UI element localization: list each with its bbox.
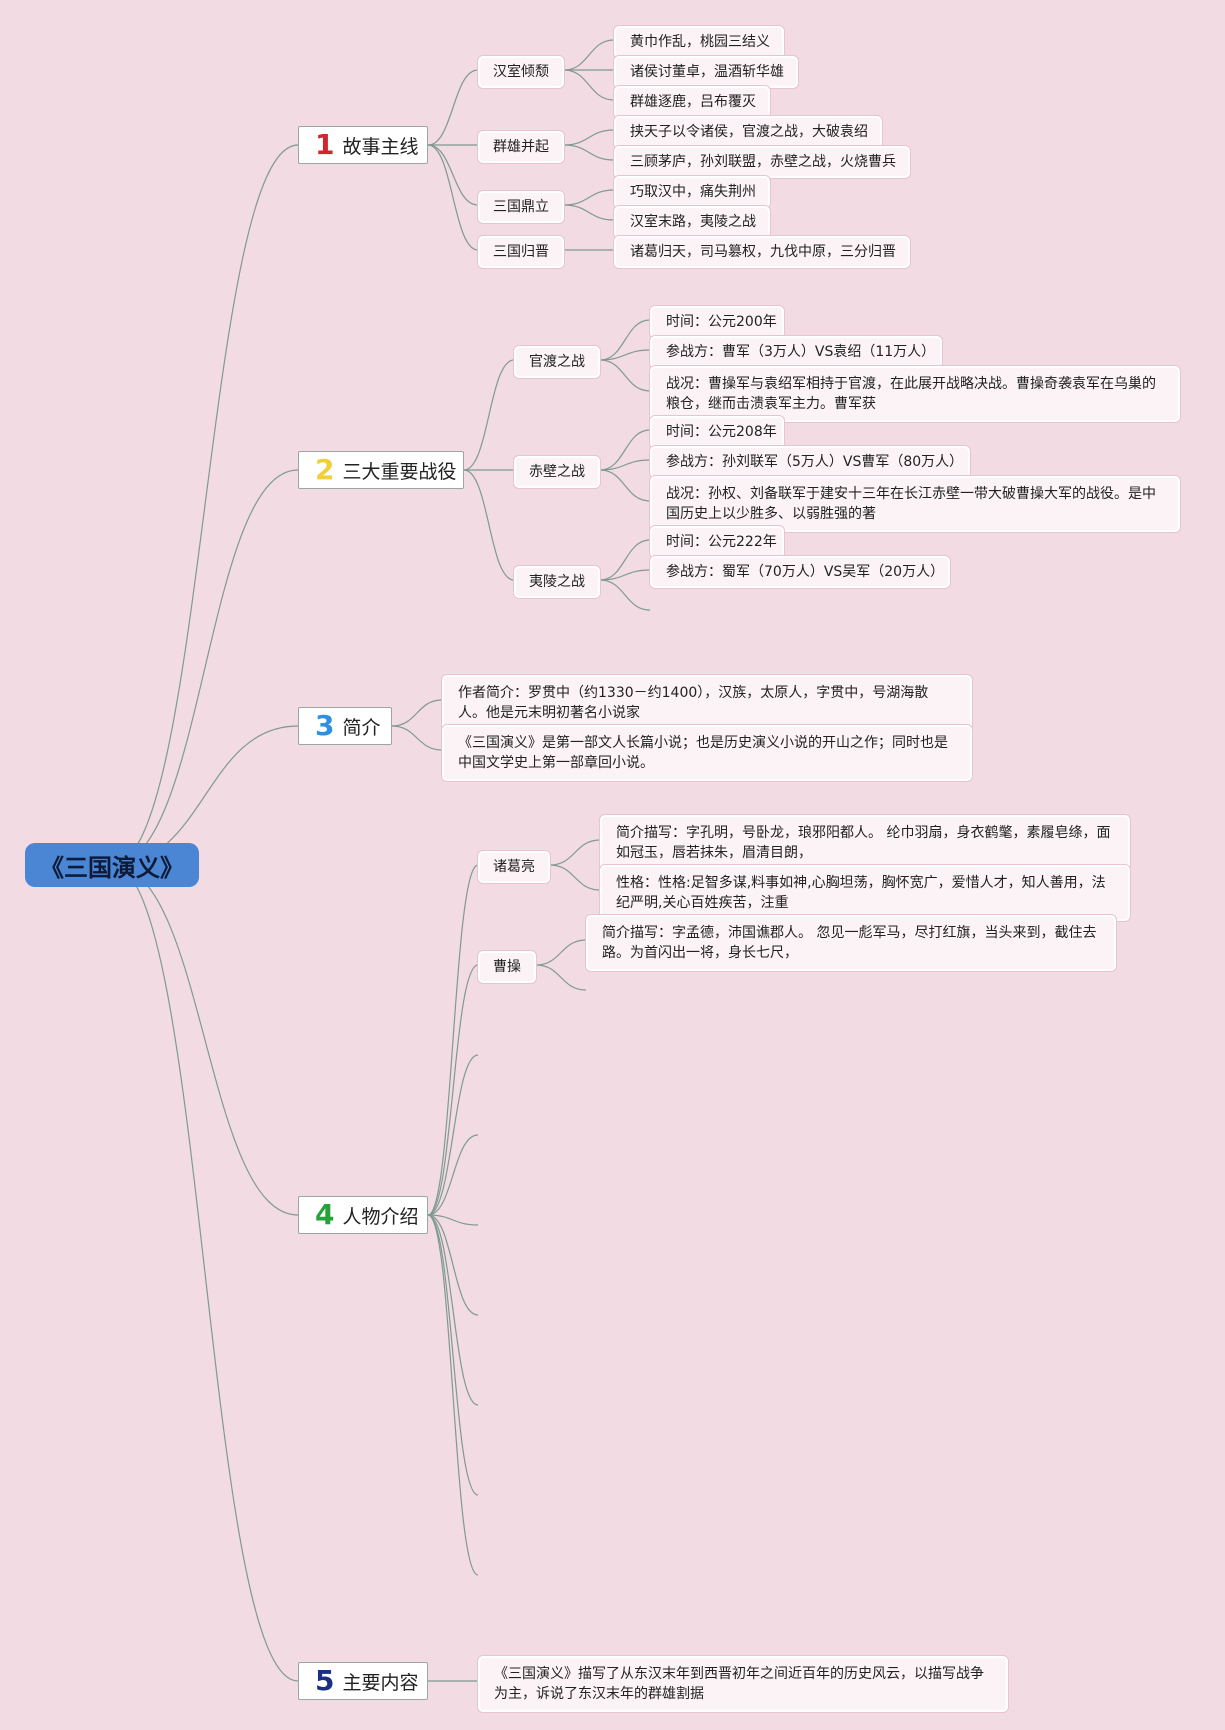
connector-line bbox=[427, 144, 479, 206]
sub-topic[interactable]: 诸葛亮 bbox=[478, 851, 550, 883]
number-3-icon: 3 bbox=[315, 709, 335, 742]
connector-line bbox=[427, 144, 479, 251]
connector-line bbox=[549, 839, 601, 866]
leaf-node[interactable]: 《三国演义》是第一部文人长篇小说；也是历史演义小说的开山之作；同时也是中国文学史… bbox=[442, 725, 972, 781]
connector-line bbox=[427, 864, 479, 1216]
sub-topic[interactable]: 夷陵之战 bbox=[514, 566, 600, 598]
branch-label: 三大重要战役 bbox=[342, 460, 457, 483]
leaf-node[interactable]: 参战方：孙刘联军（5万人）VS曹军（80万人） bbox=[650, 446, 970, 478]
leaf-node[interactable]: 简介描写：字孟德，沛国谯郡人。 忽见一彪军马，尽打红旗，当头来到，截住去路。为首… bbox=[586, 915, 1116, 971]
root-topic[interactable]: 《三国演义》 bbox=[25, 843, 199, 887]
leaf-node[interactable]: 时间：公元222年 bbox=[650, 526, 784, 558]
connector-line bbox=[599, 579, 651, 611]
branch-three-battles[interactable]: 2 三大重要战役 bbox=[298, 451, 464, 489]
connector-line bbox=[599, 359, 651, 392]
connector-line bbox=[427, 1214, 479, 1406]
leaf-node[interactable]: 诸侯讨董卓，温酒斩华雄 bbox=[614, 56, 798, 88]
leaf-node[interactable]: 时间：公元200年 bbox=[650, 306, 784, 338]
connector-line bbox=[549, 864, 601, 891]
leaf-node[interactable]: 参战方：曹军（3万人）VS袁绍（11万人） bbox=[650, 336, 942, 368]
connector-line bbox=[111, 864, 299, 1682]
leaf-node[interactable]: 黄巾作乱，桃园三结义 bbox=[614, 26, 784, 58]
connector-line bbox=[391, 725, 443, 751]
leaf-node[interactable]: 汉室末路，夷陵之战 bbox=[614, 206, 770, 238]
connector-line bbox=[427, 1134, 479, 1216]
sub-topic[interactable]: 汉室倾颓 bbox=[478, 56, 564, 88]
leaf-node[interactable]: 三顾茅庐，孙刘联盟，赤壁之战，火烧曹兵 bbox=[614, 146, 910, 178]
connector-line bbox=[599, 349, 651, 361]
leaf-node[interactable]: 参战方：蜀军（70万人）VS吴军（20万人） bbox=[650, 556, 950, 588]
number-2-icon: 2 bbox=[315, 453, 335, 486]
number-4-icon: 4 bbox=[315, 1198, 335, 1231]
leaf-node[interactable]: 简介描写：字孔明，号卧龙，琅邪阳都人。 纶巾羽扇，身衣鹤氅，素履皂绦，面如冠玉，… bbox=[600, 815, 1130, 871]
connector-line bbox=[427, 1214, 479, 1496]
connector-line bbox=[463, 359, 515, 471]
connector-line bbox=[599, 319, 651, 361]
branch-label: 故事主线 bbox=[342, 135, 419, 158]
sub-topic[interactable]: 三国归晋 bbox=[478, 236, 564, 268]
leaf-node[interactable]: 战况：孙权、刘备联军于建安十三年在长江赤壁一带大破曹操大军的战役。是中国历史上以… bbox=[650, 476, 1180, 532]
connector-line bbox=[599, 539, 651, 581]
connector-line bbox=[427, 1214, 479, 1226]
sub-topic[interactable]: 三国鼎立 bbox=[478, 191, 564, 223]
connector-line bbox=[599, 459, 651, 471]
leaf-node[interactable]: 时间：公元208年 bbox=[650, 416, 784, 448]
connector-line bbox=[111, 469, 299, 866]
connector-line bbox=[391, 699, 443, 727]
connector-line bbox=[563, 39, 615, 71]
leaf-node[interactable]: 巧取汉中，痛失荆州 bbox=[614, 176, 770, 208]
sub-topic[interactable]: 曹操 bbox=[478, 951, 536, 983]
leaf-node[interactable]: 作者简介：罗贯中（约1330－约1400），汉族，太原人，字贯中，号湖海散人。他… bbox=[442, 675, 972, 731]
connector-line bbox=[535, 964, 587, 991]
leaf-node[interactable]: 群雄逐鹿，吕布覆灭 bbox=[614, 86, 770, 118]
connector-line bbox=[563, 189, 615, 206]
leaf-node[interactable]: 诸葛归天，司马篡权，九伐中原，三分归晋 bbox=[614, 236, 910, 268]
connector-line bbox=[427, 69, 479, 146]
branch-main-content[interactable]: 5 主要内容 bbox=[298, 1662, 428, 1700]
branch-label: 主要内容 bbox=[342, 1671, 419, 1694]
branch-story-mainline[interactable]: 1 故事主线 bbox=[298, 126, 428, 164]
connector-line bbox=[563, 69, 615, 101]
sub-topic[interactable]: 群雄并起 bbox=[478, 131, 564, 163]
connector-line bbox=[463, 469, 515, 581]
leaf-node[interactable]: 战况：曹操军与袁绍军相持于官渡，在此展开战略决战。曹操奇袭袁军在乌巢的粮仓，继而… bbox=[650, 366, 1180, 422]
connector-line bbox=[111, 144, 299, 866]
connector-line bbox=[599, 569, 651, 581]
connector-line bbox=[427, 1214, 479, 1576]
leaf-node[interactable]: 性格：性格:足智多谋,料事如神,心胸坦荡，胸怀宽广，爱惜人才，知人善用，法纪严明… bbox=[600, 865, 1130, 921]
branch-label: 简介 bbox=[342, 716, 381, 739]
connector-line bbox=[563, 129, 615, 146]
connector-line bbox=[427, 1054, 479, 1216]
connector-line bbox=[599, 429, 651, 471]
number-1-icon: 1 bbox=[315, 128, 335, 161]
connector-line bbox=[599, 469, 651, 502]
branch-characters[interactable]: 4 人物介绍 bbox=[298, 1196, 428, 1234]
connector-line bbox=[111, 864, 299, 1216]
connector-line bbox=[563, 204, 615, 221]
branch-introduction[interactable]: 3 简介 bbox=[298, 707, 392, 745]
connector-line bbox=[427, 1214, 479, 1316]
branch-label: 人物介绍 bbox=[342, 1205, 419, 1228]
sub-topic[interactable]: 官渡之战 bbox=[514, 346, 600, 378]
number-5-icon: 5 bbox=[315, 1664, 335, 1697]
leaf-node[interactable]: 挟天子以令诸侯，官渡之战，大破袁绍 bbox=[614, 116, 882, 148]
leaf-node[interactable]: 《三国演义》描写了从东汉末年到西晋初年之间近百年的历史风云，以描写战争为主，诉说… bbox=[478, 1656, 1008, 1712]
connector-line bbox=[535, 939, 587, 966]
sub-topic[interactable]: 赤壁之战 bbox=[514, 456, 600, 488]
connector-line bbox=[427, 964, 479, 1216]
connector-line bbox=[563, 144, 615, 161]
